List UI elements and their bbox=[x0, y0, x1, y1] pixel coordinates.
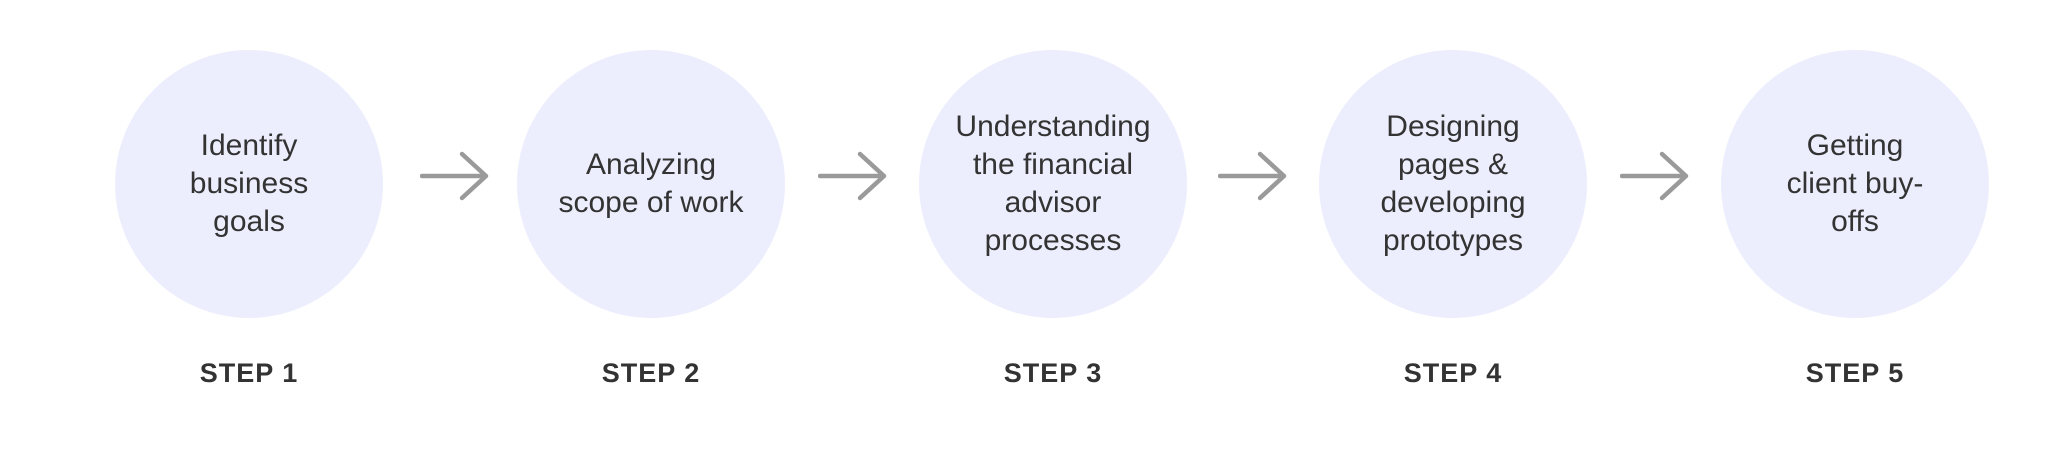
step-3: Understanding the financial advisor proc… bbox=[919, 50, 1187, 389]
step-4-label: STEP 4 bbox=[1403, 358, 1503, 388]
arrow-right-icon bbox=[1620, 150, 1690, 202]
step-1: Identify business goals STEP 1 bbox=[115, 50, 383, 389]
step-3-text: Understanding the financial advisor proc… bbox=[955, 110, 1151, 257]
step-5-circle: Getting client buy- offs bbox=[1721, 50, 1989, 318]
step-1-text: Identify business goals bbox=[189, 129, 309, 238]
step-1-label: STEP 1 bbox=[199, 358, 299, 388]
step-3-circle: Understanding the financial advisor proc… bbox=[919, 50, 1187, 318]
step-5-text: Getting client buy- offs bbox=[1786, 129, 1924, 238]
step-4: Designing pages & developing prototypes … bbox=[1319, 50, 1587, 389]
step-2: Analyzing scope of work STEP 2 bbox=[517, 50, 785, 389]
step-4-text: Designing pages & developing prototypes bbox=[1380, 110, 1526, 257]
step-5: Getting client buy- offs STEP 5 bbox=[1721, 50, 1989, 389]
arrow-right-icon bbox=[420, 150, 490, 202]
step-3-label: STEP 3 bbox=[1003, 358, 1103, 388]
arrow-right-icon bbox=[1218, 150, 1288, 202]
step-2-circle: Analyzing scope of work bbox=[517, 50, 785, 318]
arrow-right-icon bbox=[818, 150, 888, 202]
step-2-text: Analyzing scope of work bbox=[558, 148, 744, 219]
step-2-label: STEP 2 bbox=[601, 358, 701, 388]
step-4-circle: Designing pages & developing prototypes bbox=[1319, 50, 1587, 318]
step-1-circle: Identify business goals bbox=[115, 50, 383, 318]
step-5-label: STEP 5 bbox=[1805, 358, 1905, 388]
